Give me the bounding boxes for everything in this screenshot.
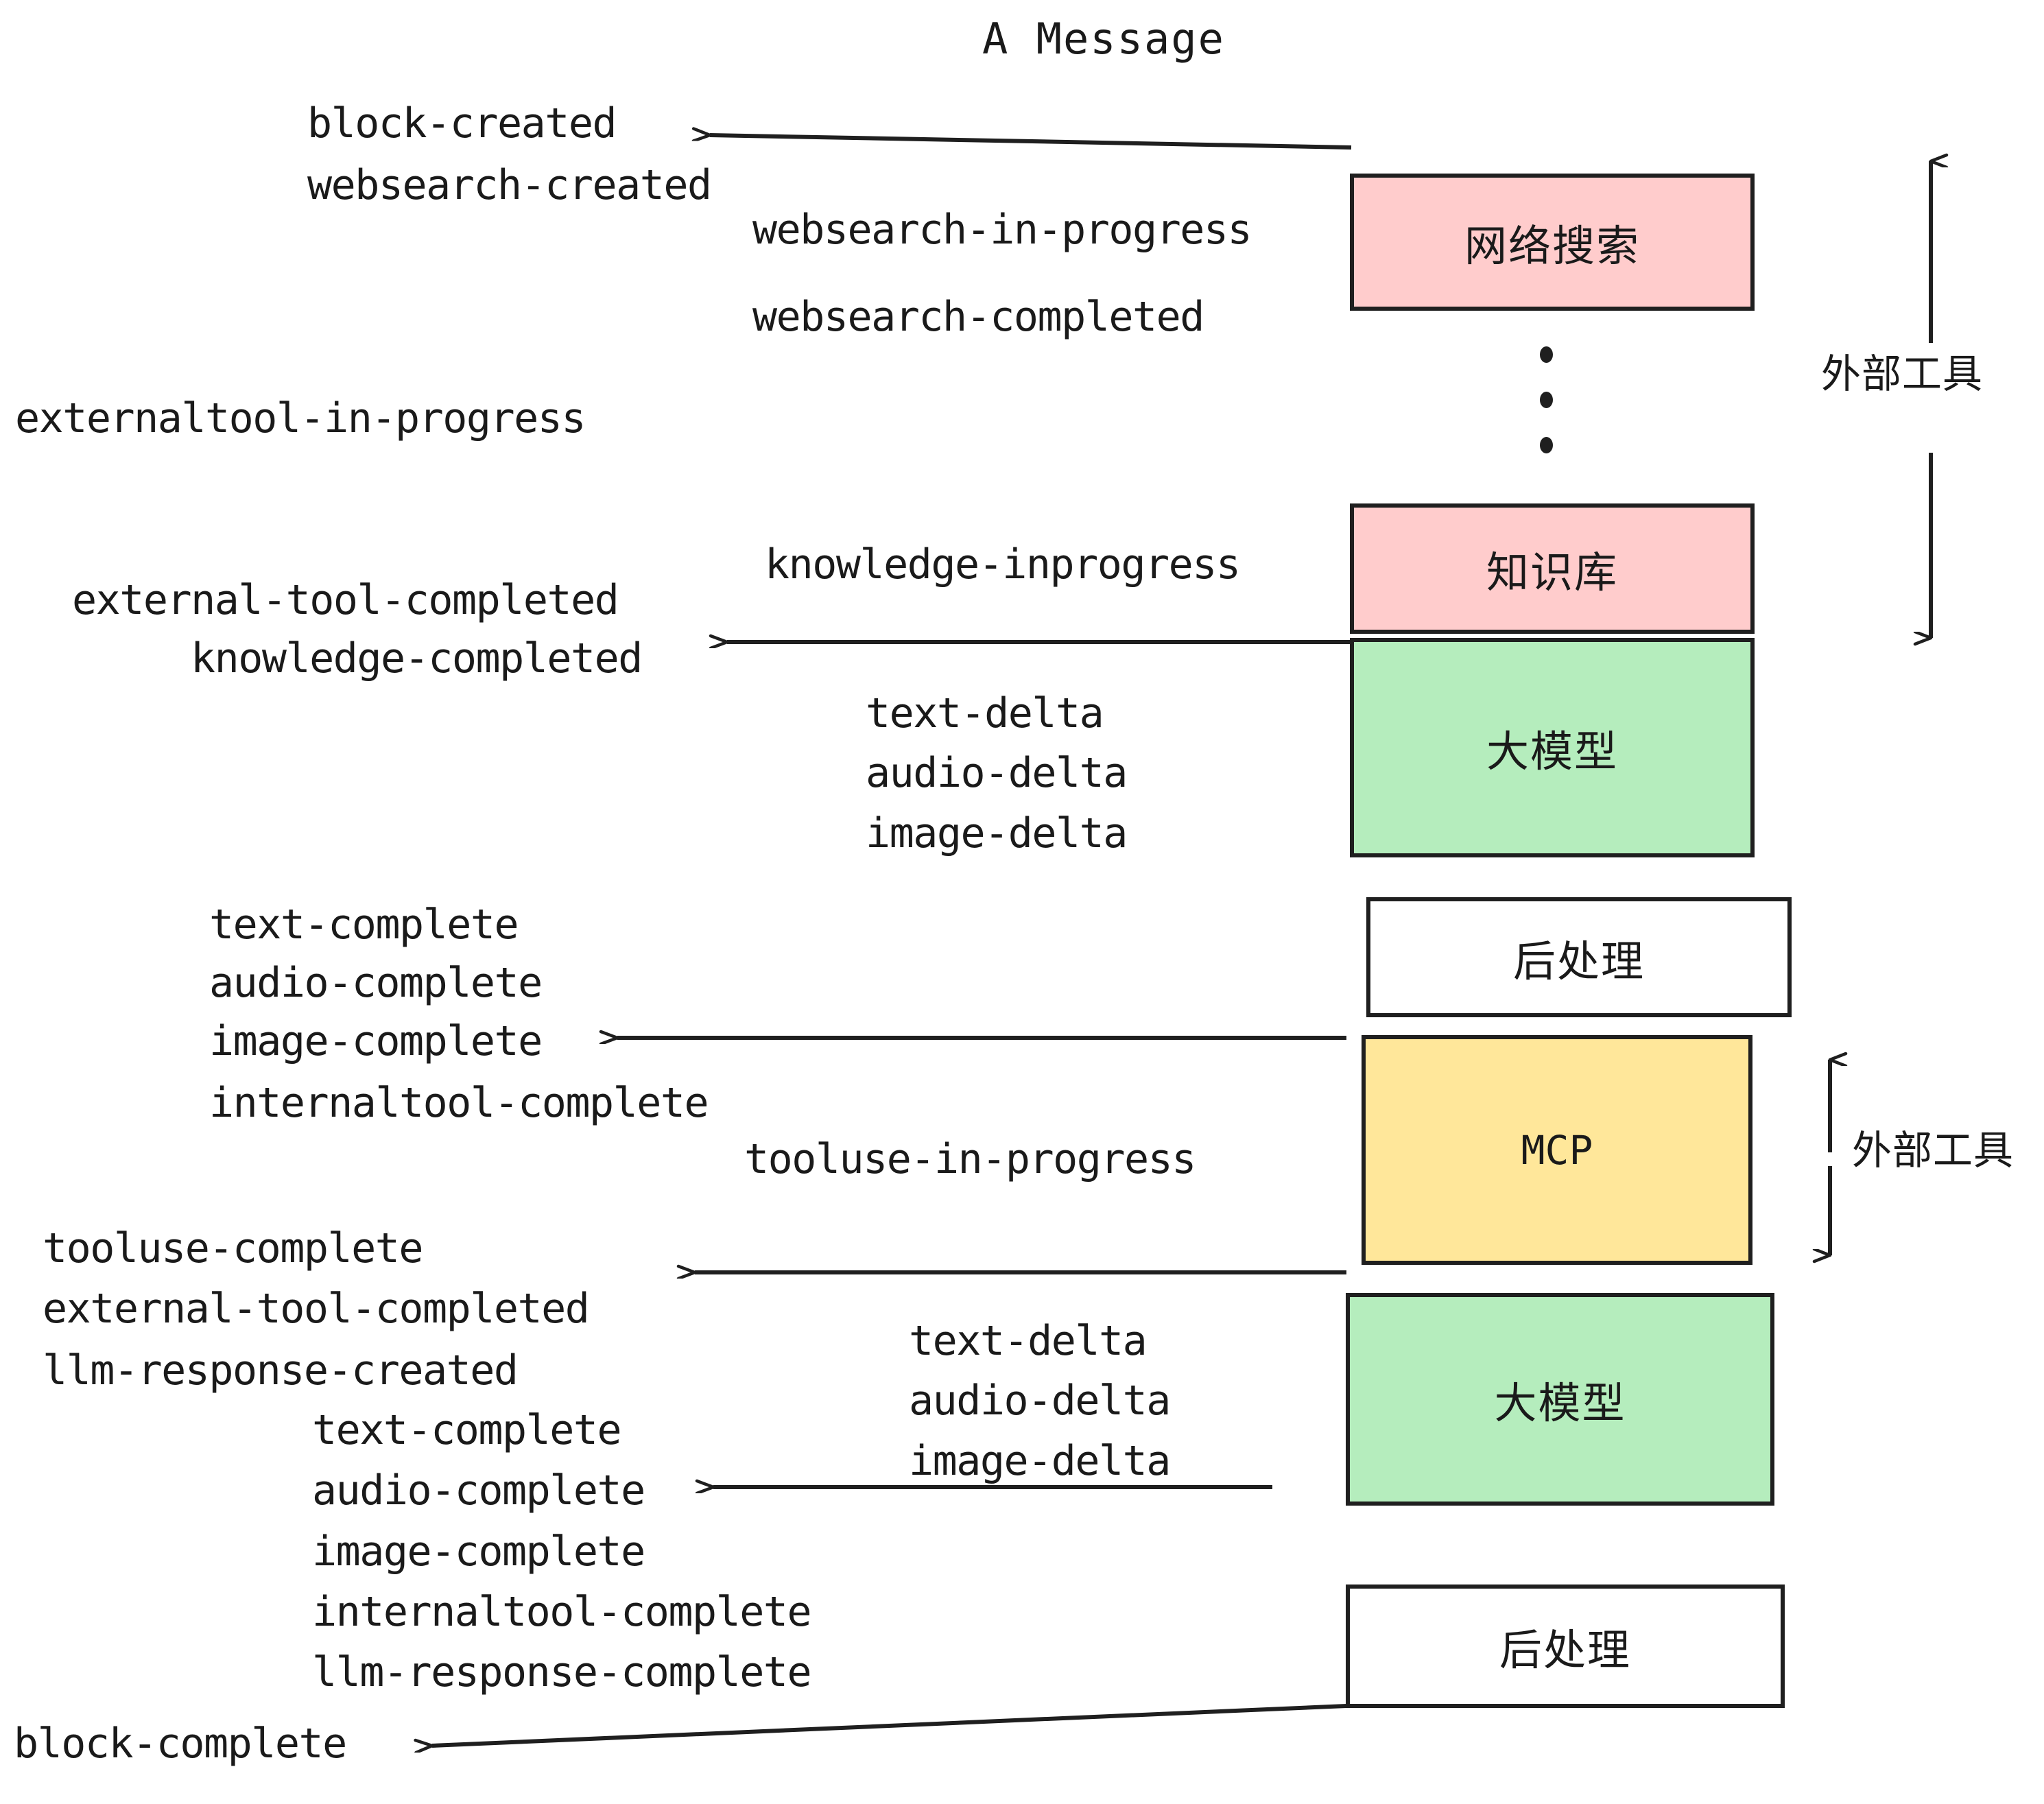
event-block-complete: block-complete [14,1720,347,1768]
side-label-external-tools-bottom: 外部工具 [1852,1127,2015,1174]
ellipsis-vertical-dots [1540,346,1553,482]
event-text-delta-1: text-delta [866,689,1104,737]
event-llm-response-created: llm-response-created [43,1346,519,1394]
node-mcp-label: MCP [1521,1126,1593,1174]
event-image-delta-2: image-delta [909,1437,1171,1485]
node-postprocess-2-label: 后处理 [1499,1625,1631,1675]
event-tooluse-in-progress: tooluse-in-progress [744,1135,1196,1183]
arrow-postprocess2-to-block-complete [432,1704,1347,1746]
node-postprocess-1-label: 后处理 [1512,936,1645,986]
node-knowledge-label: 知识库 [1486,547,1618,597]
node-websearch-label: 网络搜索 [1464,221,1640,271]
event-externaltool-in-progress: externaltool-in-progress [15,394,586,442]
event-text-complete-1: text-complete [209,901,519,949]
side-label-external-tools-top: 外部工具 [1821,351,1984,397]
node-postprocess-1[interactable]: 后处理 [1366,897,1792,1017]
arrow-websearch-to-block-created [710,135,1352,150]
event-internaltool-complete-2: internaltool-complete [312,1588,812,1636]
event-llm-response-complete: llm-response-complete [312,1648,812,1696]
event-text-delta-2: text-delta [909,1317,1148,1365]
event-tooluse-complete: tooluse-complete [43,1224,423,1272]
node-llm-2[interactable]: 大模型 [1346,1293,1774,1506]
node-llm-1-label: 大模型 [1486,726,1618,776]
event-audio-complete-1: audio-complete [209,959,543,1007]
event-audio-delta-1: audio-delta [866,749,1128,797]
event-image-complete-1: image-complete [209,1017,543,1065]
node-postprocess-2[interactable]: 后处理 [1346,1585,1785,1708]
event-image-complete-2: image-complete [312,1528,645,1576]
event-websearch-created: websearch-created [307,161,712,209]
event-audio-delta-2: audio-delta [909,1377,1171,1425]
event-internaltool-complete-1: internaltool-complete [209,1079,709,1127]
node-websearch[interactable]: 网络搜索 [1350,174,1755,311]
event-knowledge-inprogress: knowledge-inprogress [765,541,1241,589]
node-mcp[interactable]: MCP [1362,1035,1752,1265]
node-llm-2-label: 大模型 [1494,1378,1626,1428]
event-text-complete-2: text-complete [312,1406,622,1454]
event-block-created: block-created [307,99,617,147]
event-audio-complete-2: audio-complete [312,1467,645,1515]
event-knowledge-completed: knowledge-completed [191,634,643,683]
node-llm-1[interactable]: 大模型 [1350,638,1755,857]
event-websearch-completed: websearch-completed [752,293,1204,341]
page-title: A Message [982,14,1225,64]
event-image-delta-1: image-delta [866,809,1128,857]
event-websearch-in-progress: websearch-in-progress [752,206,1252,254]
node-knowledge[interactable]: 知识库 [1350,503,1755,634]
event-external-tool-completed-1: external-tool-completed [72,576,619,624]
event-external-tool-completed-2: external-tool-completed [43,1285,590,1333]
